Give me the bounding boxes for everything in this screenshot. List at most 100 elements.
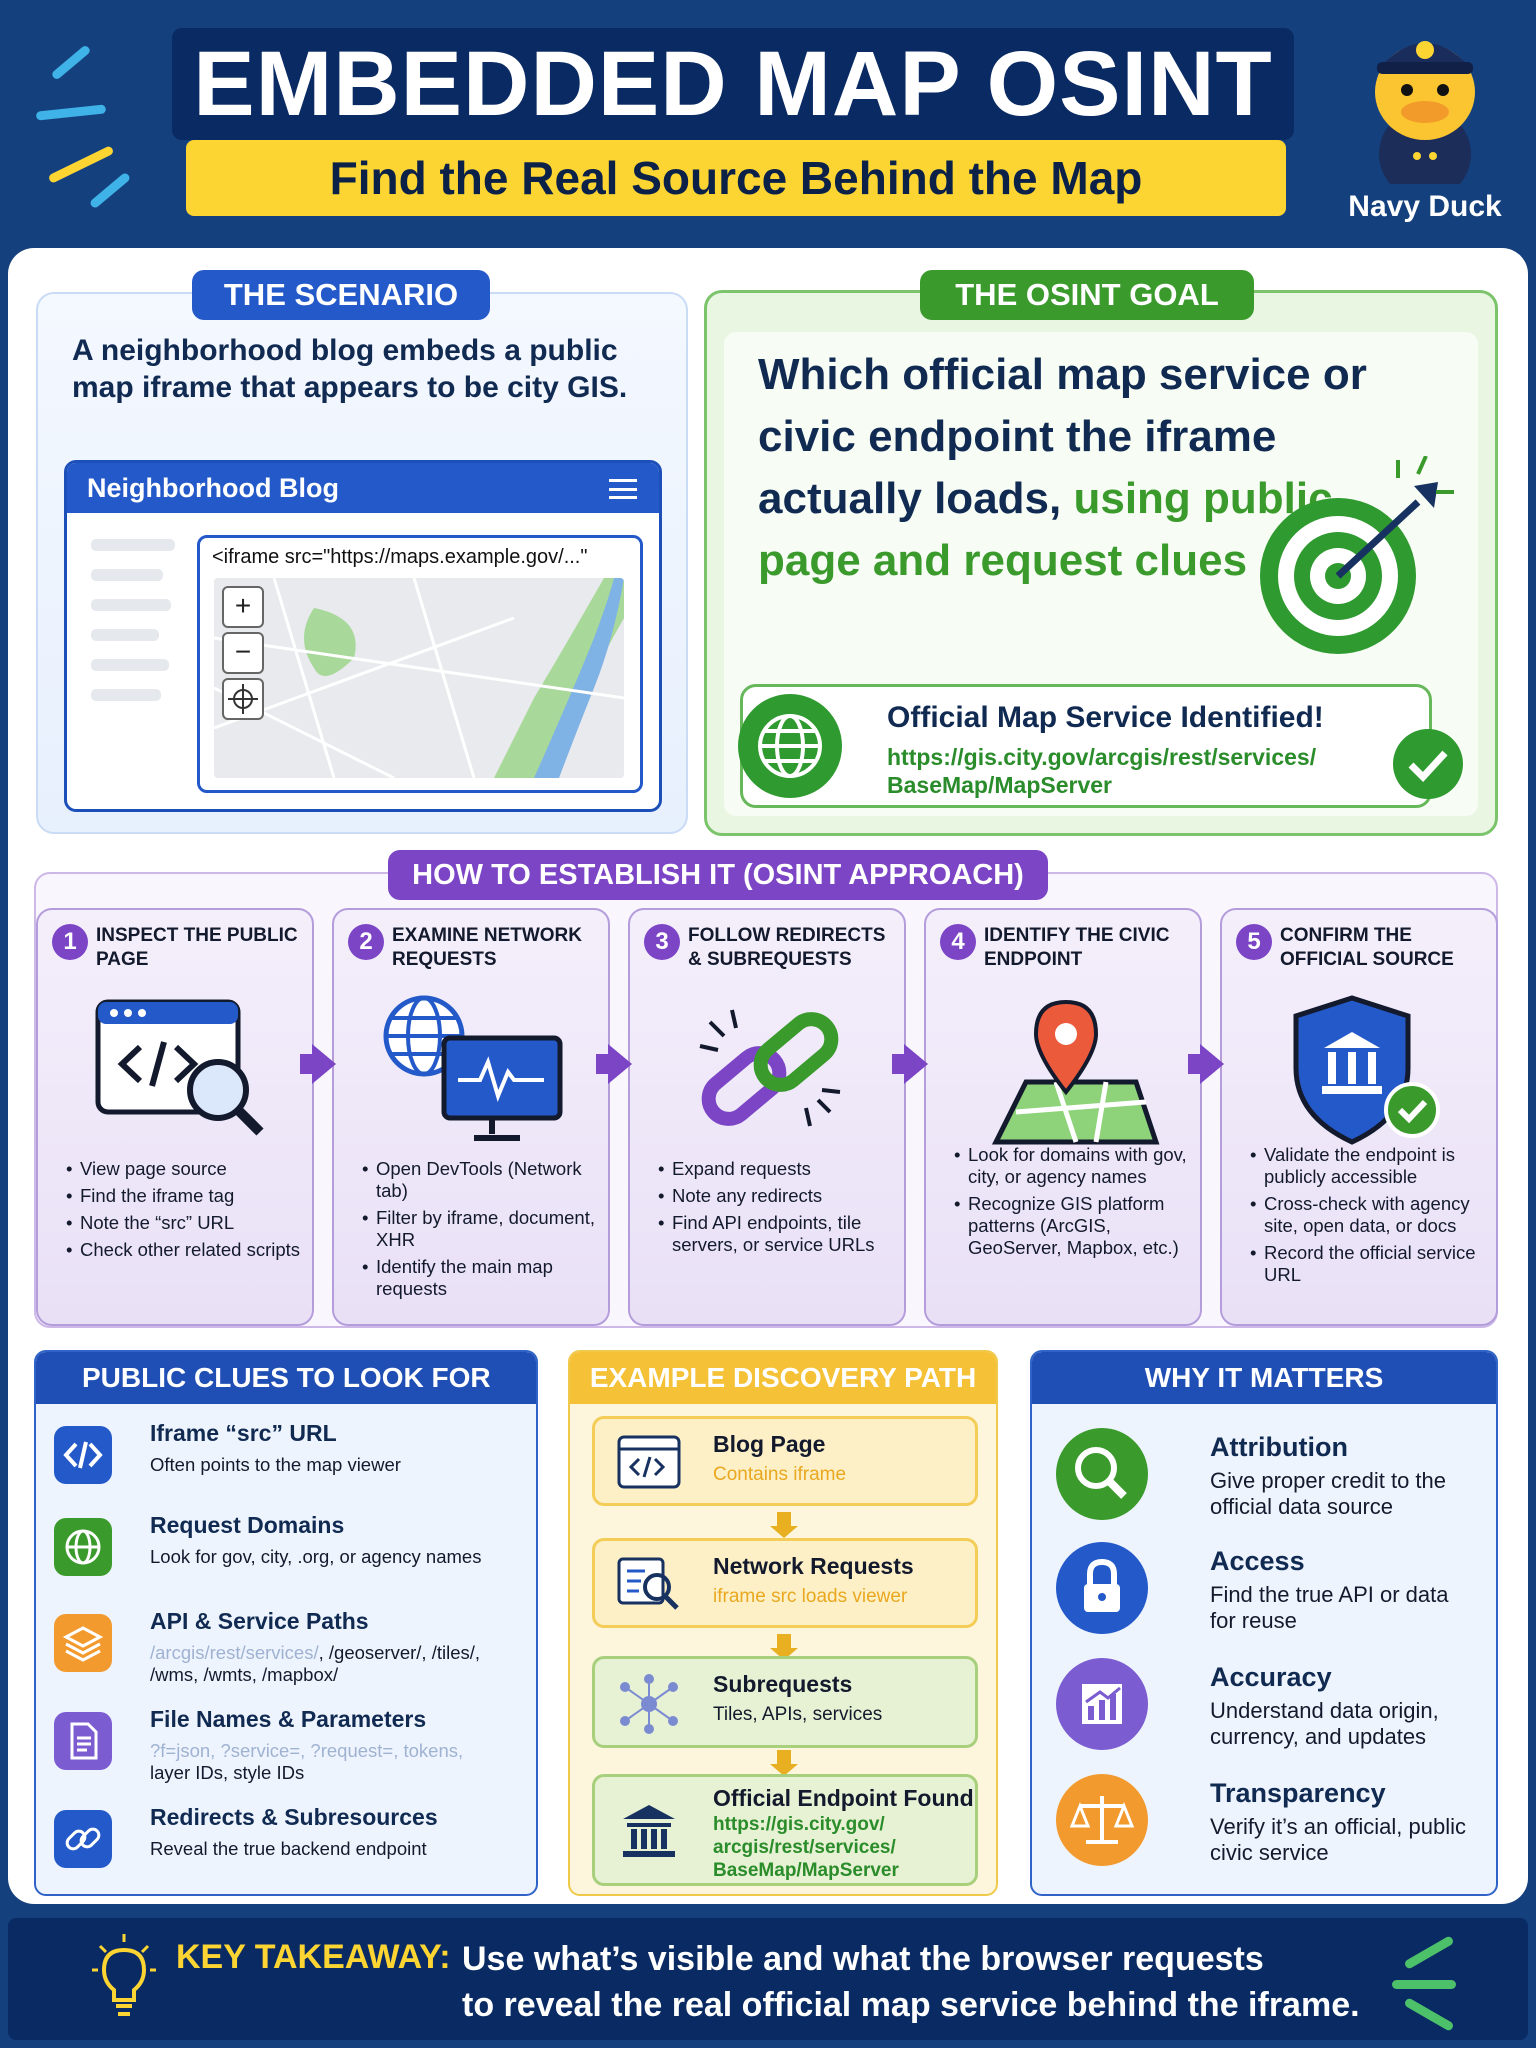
step-checklist-item: Cross-check with agency site, open data,… xyxy=(1250,1193,1495,1237)
target-icon xyxy=(1248,456,1472,656)
example-step: Network Requests iframe src loads viewer xyxy=(592,1538,978,1628)
clue-item: Iframe “src” URL Often points to the map… xyxy=(54,1420,524,1504)
scenario-text: A neighborhood blog embeds a public map … xyxy=(72,334,628,404)
step-title: EXAMINE NETWORK REQUESTS xyxy=(392,925,582,970)
mascot: Navy Duck xyxy=(1345,14,1505,234)
placeholder-line xyxy=(91,569,163,581)
chart-icon xyxy=(1056,1658,1148,1750)
step-title: CONFIRM THE OFFICIAL SOURCE xyxy=(1280,925,1454,970)
step-checklist-item: Filter by iframe, document, XHR xyxy=(362,1207,607,1251)
step-number: 3 xyxy=(644,924,680,960)
layers-icon xyxy=(54,1614,112,1672)
example-step: Official Endpoint Found https://gis.city… xyxy=(592,1774,978,1886)
flow-arrow xyxy=(608,1044,632,1084)
why-item: Accuracy Understand data origin, currenc… xyxy=(1056,1658,1486,1758)
step-checklist: Open DevTools (Network tab)Filter by ifr… xyxy=(362,1158,607,1305)
flow-arrow xyxy=(904,1044,928,1084)
clue-desc: Look for gov, city, .org, or agency name… xyxy=(150,1546,482,1567)
why-desc: Give proper credit to the official data … xyxy=(1210,1468,1447,1519)
map-pin-icon xyxy=(966,992,1166,1152)
embedded-map[interactable]: + − xyxy=(214,578,624,778)
why-title: Accuracy xyxy=(1210,1662,1332,1692)
step-checklist-item: Look for domains with gov, city, or agen… xyxy=(954,1144,1199,1188)
page-title: EMBEDDED MAP OSINT xyxy=(172,28,1294,140)
clue-title: Request Domains xyxy=(150,1512,345,1538)
clue-desc-muted: /arcgis/rest/services/ xyxy=(150,1642,319,1663)
iframe-code: <iframe src="https://maps.example.gov/..… xyxy=(212,546,588,568)
magnifier-icon xyxy=(1056,1428,1148,1520)
mascot-name: Navy Duck xyxy=(1348,190,1502,223)
example-step-title: Network Requests xyxy=(713,1553,914,1579)
clue-item: Redirects & Subresources Reveal the true… xyxy=(54,1804,524,1888)
clue-desc-rest: layer IDs, style IDs xyxy=(150,1762,305,1783)
check-icon xyxy=(1391,727,1465,801)
globe-icon xyxy=(54,1518,112,1576)
clue-title: Iframe “src” URL xyxy=(150,1420,337,1446)
clue-title: Redirects & Subresources xyxy=(150,1804,438,1830)
step-checklist-item: Identify the main map requests xyxy=(362,1256,607,1300)
step-checklist-item: Note any redirects xyxy=(658,1185,903,1207)
zoom-in-button[interactable]: + xyxy=(222,586,264,628)
step-checklist-item: Recognize GIS platform patterns (ArcGIS,… xyxy=(954,1193,1199,1259)
step-checklist-item: Record the official service URL xyxy=(1250,1242,1495,1286)
placeholder-line xyxy=(91,599,171,611)
flow-arrow xyxy=(892,1054,906,1074)
approach-label: HOW TO ESTABLISH IT (OSINT APPROACH) xyxy=(388,850,1048,900)
example-step-desc: Contains iframe xyxy=(713,1464,847,1485)
example-step-desc: Tiles, APIs, services xyxy=(713,1704,883,1725)
deco-stroke xyxy=(47,145,115,184)
flow-arrow xyxy=(596,1054,610,1074)
deco-stroke xyxy=(1403,1935,1455,1970)
why-item: Access Find the true API or data for reu… xyxy=(1056,1542,1486,1642)
flow-arrow xyxy=(300,1054,314,1074)
scenario-label: THE SCENARIO xyxy=(192,270,490,320)
step-number: 5 xyxy=(1236,924,1272,960)
zoom-out-button[interactable]: − xyxy=(222,632,264,674)
network-nodes-icon xyxy=(615,1673,683,1735)
clues-card: PUBLIC CLUES TO LOOK FOR Iframe “src” UR… xyxy=(34,1350,538,1896)
step-number: 1 xyxy=(52,924,88,960)
deco-stroke xyxy=(1392,1980,1456,1989)
compass-icon xyxy=(228,684,258,714)
scales-icon xyxy=(1056,1774,1148,1866)
lightbulb-icon xyxy=(84,1934,164,2024)
takeaway-line: Use what’s visible and what the browser … xyxy=(462,1940,1264,1978)
down-arrow xyxy=(770,1512,798,1538)
government-building-icon xyxy=(619,1801,679,1861)
found-url[interactable]: https://gis.city.gov/arcgis/rest/service… xyxy=(887,744,1317,798)
step-checklist-item: Check other related scripts xyxy=(66,1239,311,1261)
pan-button[interactable] xyxy=(222,678,264,720)
step-checklist-item: Note the “src” URL xyxy=(66,1212,311,1234)
blog-mockup: Neighborhood Blog <iframe src="https://m… xyxy=(64,460,662,812)
goal-text-main: Which official map service or civic endp… xyxy=(758,350,1367,523)
goal-text: Which official map service or civic endp… xyxy=(758,344,1378,592)
step-title: FOLLOW REDIRECTS & SUBREQUESTS xyxy=(688,925,886,970)
why-title: Transparency xyxy=(1210,1778,1386,1808)
placeholder-line xyxy=(91,629,159,641)
why-label: WHY IT MATTERS xyxy=(1032,1352,1496,1404)
example-step-desc[interactable]: https://gis.city.gov/ arcgis/rest/servic… xyxy=(713,1814,899,1881)
why-item: Attribution Give proper credit to the of… xyxy=(1056,1428,1486,1528)
example-step-desc: iframe src loads viewer xyxy=(713,1586,908,1607)
clue-item: File Names & Parameters ?f=json, ?servic… xyxy=(54,1706,524,1790)
why-desc: Find the true API or data for reuse xyxy=(1210,1582,1449,1633)
step-title: IDENTIFY THE CIVIC ENDPOINT xyxy=(984,925,1170,970)
deco-stroke xyxy=(1403,1997,1455,2032)
down-arrow xyxy=(770,1634,798,1660)
clue-desc: Often points to the map viewer xyxy=(150,1454,401,1475)
step-checklist: View page sourceFind the iframe tagNote … xyxy=(66,1158,311,1266)
globe-monitor-icon xyxy=(374,992,574,1152)
example-step: Subrequests Tiles, APIs, services xyxy=(592,1656,978,1748)
list-search-icon xyxy=(615,1555,683,1613)
why-title: Access xyxy=(1210,1546,1305,1576)
clues-label: PUBLIC CLUES TO LOOK FOR xyxy=(36,1352,536,1404)
code-window-icon xyxy=(615,1433,683,1491)
takeaway-line: to reveal the real official map service … xyxy=(462,1986,1360,2024)
takeaway-label: KEY TAKEAWAY: xyxy=(176,1938,451,1976)
clue-desc: Reveal the true backend endpoint xyxy=(150,1838,427,1859)
example-step-title: Subrequests xyxy=(713,1671,853,1697)
menu-icon[interactable] xyxy=(609,479,637,499)
